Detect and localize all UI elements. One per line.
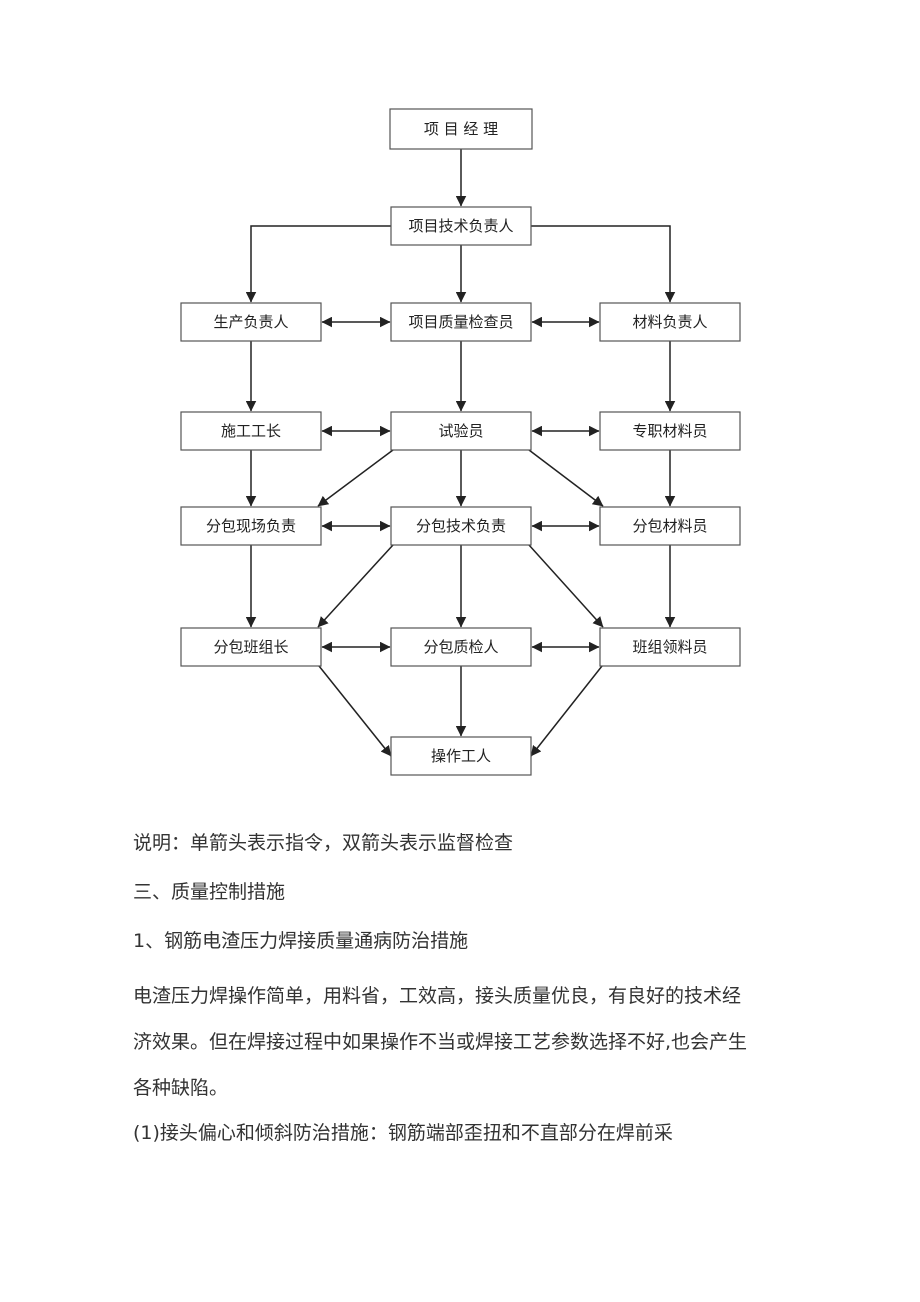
note-text: 说明：单箭头表示指令，双箭头表示监督检查 (133, 832, 514, 854)
section-heading-text: 三、质量控制措施 (133, 881, 286, 903)
edge-subtech-teammat (528, 544, 604, 628)
node-label-qi: 项目质量检查员 (408, 313, 513, 331)
edge-tech-mat (531, 225, 676, 303)
node-box-subqi (390, 627, 532, 667)
node-label-tester: 试验员 (438, 422, 483, 440)
node-label-teammat: 班组领料员 (632, 638, 707, 656)
edge-tester-subsite (317, 449, 394, 507)
node-box-foreman (180, 411, 322, 451)
node-label-mat: 材料负责人 (632, 313, 707, 331)
item-1: (1)接头偏心和倾斜防治措施：钢筋端部歪扭和不直部分在焊前采 (133, 1118, 813, 1145)
node-label-subsite: 分包现场负责 (206, 517, 296, 535)
item-1-text: (1)接头偏心和倾斜防治措施：钢筋端部歪扭和不直部分在焊前采 (133, 1122, 673, 1144)
edge-tester-submat (528, 449, 604, 507)
node-box-pm (389, 108, 533, 150)
node-box-teammat (599, 627, 741, 667)
node-box-mat (599, 302, 741, 342)
node-box-qi (390, 302, 532, 342)
node-label-worker: 操作工人 (431, 747, 491, 765)
node-label-subqi: 分包质检人 (423, 638, 498, 656)
section-heading: 三、质量控制措施 (133, 877, 813, 904)
node-label-matclerk: 专职材料员 (632, 422, 707, 440)
node-box-tester (390, 411, 532, 451)
subheading: 1、钢筋电渣压力焊接质量通病防治措施 (133, 926, 813, 953)
subheading-text: 1、钢筋电渣压力焊接质量通病防治措施 (133, 930, 469, 952)
paragraph-line: 各种缺陷。 (133, 1077, 229, 1099)
node-box-tech (390, 206, 532, 246)
edge-subtech-subteam (317, 544, 394, 628)
paragraph-line: 电渣压力焊操作简单，用料省，工效高，接头质量优良，有良好的技术经 (133, 985, 742, 1007)
node-label-pm: 项 目 经 理 (424, 120, 498, 138)
node-label-prod: 生产负责人 (213, 313, 288, 331)
paragraph: 电渣压力焊操作简单，用料省，工效高，接头质量优良，有良好的技术经 济效果。但在焊… (133, 973, 813, 1111)
node-label-subtech: 分包技术负责 (416, 517, 506, 535)
node-box-subtech (390, 506, 532, 546)
edge-subteam-worker (318, 665, 392, 757)
node-box-matclerk (599, 411, 741, 451)
node-box-worker (390, 736, 532, 776)
node-box-subsite (180, 506, 322, 546)
node-label-subteam: 分包班组长 (213, 638, 288, 656)
edge-teammat-worker (530, 665, 603, 757)
node-box-prod (180, 302, 322, 342)
node-box-submat (599, 506, 741, 546)
node-label-submat: 分包材料员 (632, 517, 707, 535)
node-box-subteam (180, 627, 322, 667)
edge-tech-prod (245, 225, 391, 303)
legend-note: 说明：单箭头表示指令，双箭头表示监督检查 (133, 828, 813, 855)
paragraph-line: 济效果。但在焊接过程中如果操作不当或焊接工艺参数选择不好,也会产生 (133, 1031, 748, 1053)
node-label-foreman: 施工工长 (221, 422, 281, 440)
node-label-tech: 项目技术负责人 (408, 217, 513, 235)
